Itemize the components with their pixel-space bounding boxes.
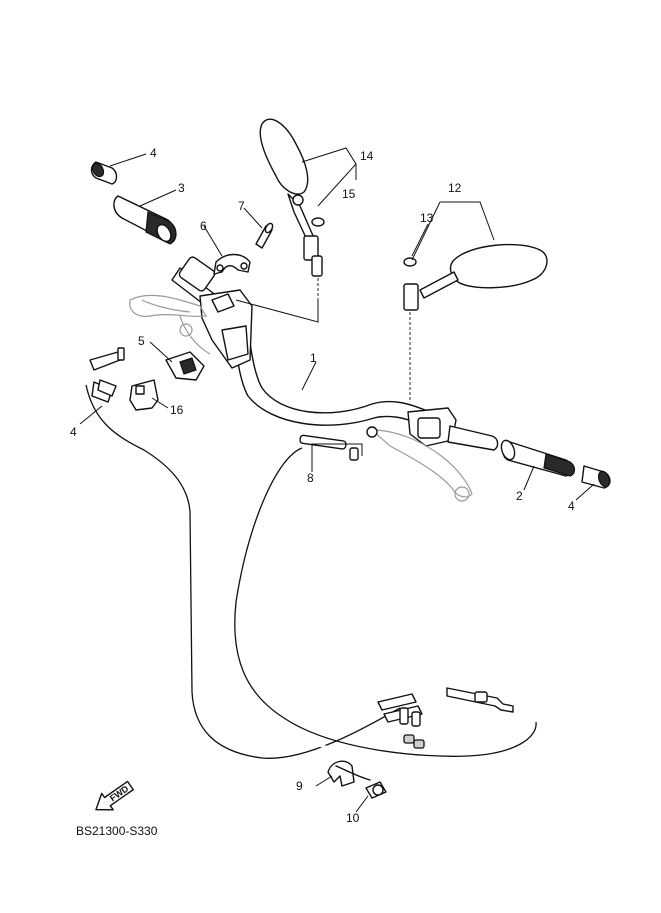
callout-5: 4 xyxy=(70,425,77,439)
right-lever-assembly xyxy=(366,407,473,502)
handlebar xyxy=(171,256,426,426)
bolt-11 xyxy=(365,781,387,799)
callout-2: 2 xyxy=(516,489,523,503)
lever-bracket xyxy=(213,253,251,275)
callout-14: 14 xyxy=(360,149,374,163)
right-mirror xyxy=(403,243,548,400)
callout-15: 15 xyxy=(342,187,356,201)
callout-6: 5 xyxy=(138,334,145,348)
throttle-cable-ends xyxy=(89,347,125,403)
callout-4-left: 4 xyxy=(150,146,157,160)
fwd-arrow-icon: FWD xyxy=(95,780,134,811)
clamp-16 xyxy=(129,379,159,411)
left-mirror xyxy=(259,118,325,322)
throttle-cable-routing xyxy=(85,379,401,759)
cable-adjusters-lower xyxy=(377,693,425,749)
callout-16: 16 xyxy=(170,403,184,417)
left-grip xyxy=(90,161,177,245)
callout-3: 3 xyxy=(178,181,185,195)
callout-4-right: 4 xyxy=(568,499,575,513)
callout-12: 12 xyxy=(448,181,462,195)
callout-13: 13 xyxy=(420,211,434,225)
callout-11: 10 xyxy=(346,811,360,825)
cable-guide-10 xyxy=(327,760,371,787)
callout-7: 6 xyxy=(200,219,207,233)
callout-10: 9 xyxy=(296,779,303,793)
left-lever-assembly xyxy=(129,289,253,369)
right-grip xyxy=(447,425,611,489)
callout-1: 1 xyxy=(310,351,317,365)
diagram-code: BS21300-S330 xyxy=(76,824,158,838)
clutch-cable xyxy=(225,434,547,768)
callout-9: 8 xyxy=(307,471,314,485)
bolt-8 xyxy=(255,222,274,249)
callout-8: 7 xyxy=(238,199,245,213)
leader-lines xyxy=(79,147,595,813)
callout-labels: 4 3 7 6 14 15 12 13 5 1 16 4 8 2 4 9 10 xyxy=(70,146,575,825)
holder-6 xyxy=(165,351,205,381)
